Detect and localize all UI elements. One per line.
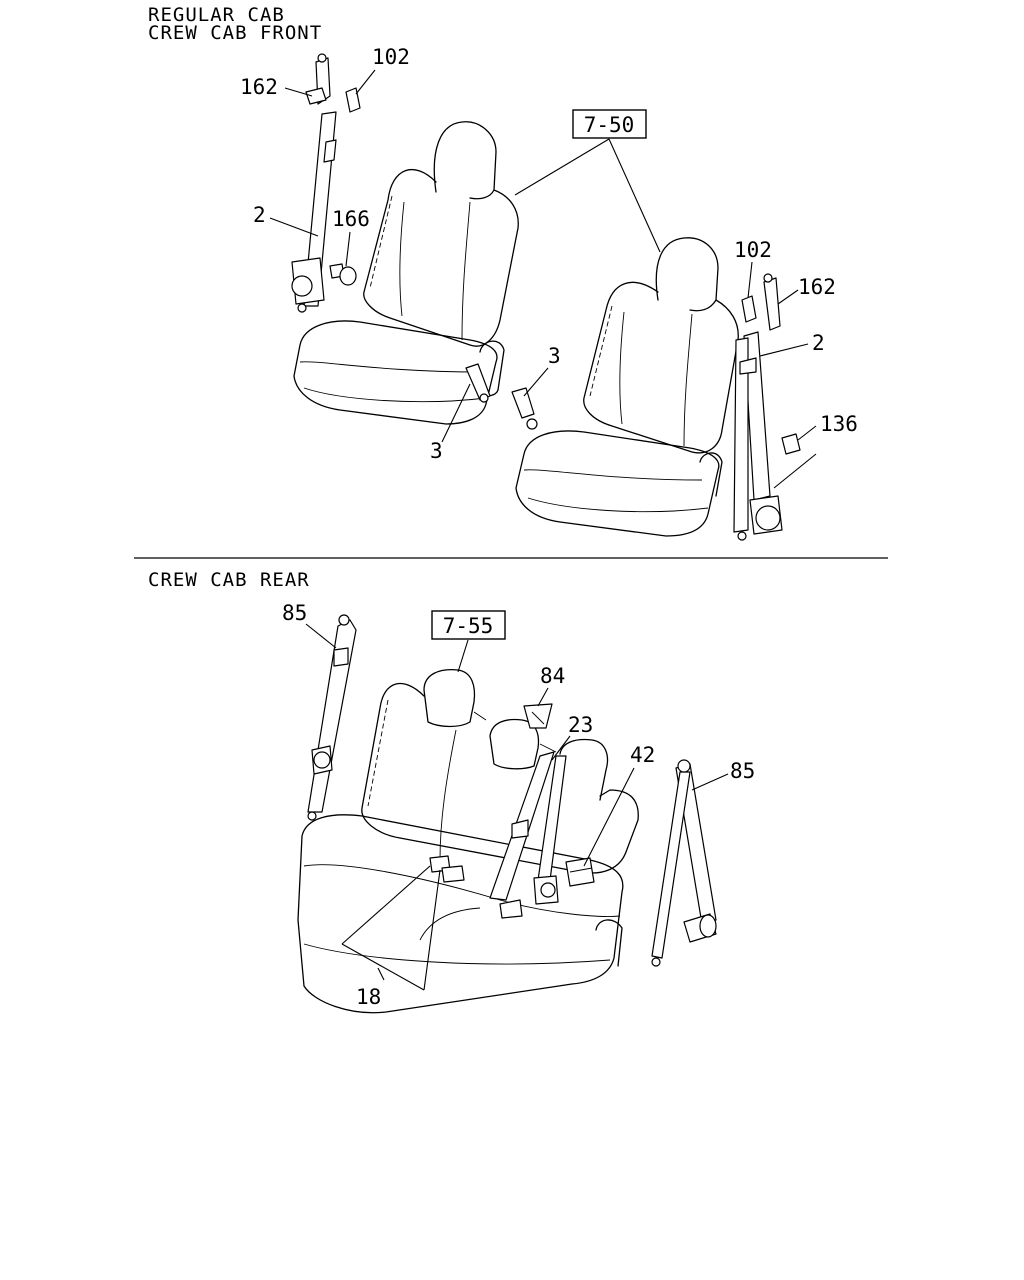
callout-left-belt[interactable]: 2 (253, 203, 266, 227)
callout-rear-buckle[interactable]: 42 (630, 743, 655, 767)
right-front-belt-assembly[interactable] (733, 273, 801, 541)
callout-right-buckle[interactable]: 3 (548, 344, 561, 368)
front-ref-box[interactable]: 7-50 (572, 109, 647, 139)
left-front-belt-assembly[interactable] (291, 53, 361, 313)
callout-left-bolt[interactable]: 166 (332, 207, 370, 231)
callout-right-anchor[interactable]: 162 (798, 275, 836, 299)
rear-right-belt-assembly[interactable] (651, 759, 717, 967)
callout-right-belt[interactable]: 2 (812, 331, 825, 355)
callout-center-belt[interactable]: 23 (568, 713, 593, 737)
front-section: REGULAR CAB CREW CAB FRONT 7-50 (148, 4, 858, 541)
callout-right-guide[interactable]: 102 (734, 238, 772, 262)
callout-bracket[interactable]: 84 (540, 664, 565, 688)
right-front-buckle[interactable] (511, 387, 538, 430)
rear-section: CREW CAB REAR 7-55 (148, 569, 755, 1014)
rear-ref-label: 7-55 (443, 614, 494, 638)
callout-floor-buckles[interactable]: 18 (356, 985, 381, 1009)
front-right-seat (515, 237, 739, 537)
callout-left-guide[interactable]: 102 (372, 45, 410, 69)
rear-buckle[interactable] (565, 857, 595, 887)
front-heading-line2: CREW CAB FRONT (148, 22, 322, 44)
rear-ref-box[interactable]: 7-55 (431, 610, 506, 640)
front-ref-label: 7-50 (584, 113, 635, 137)
rear-heading: CREW CAB REAR (148, 569, 310, 591)
callout-left-anchor[interactable]: 162 (240, 75, 278, 99)
rear-bracket[interactable] (523, 703, 553, 729)
callout-right-bolt[interactable]: 136 (820, 412, 858, 436)
front-heading-line1: REGULAR CAB (148, 4, 285, 26)
callout-left-buckle[interactable]: 3 (430, 439, 443, 463)
callout-rear-left-belt[interactable]: 85 (282, 601, 307, 625)
rear-center-belt-assembly[interactable] (489, 751, 567, 919)
left-front-buckle[interactable] (465, 363, 491, 403)
rear-left-belt-assembly[interactable] (307, 614, 357, 821)
callout-rear-right-belt[interactable]: 85 (730, 759, 755, 783)
rear-floor-buckles[interactable] (429, 855, 465, 883)
